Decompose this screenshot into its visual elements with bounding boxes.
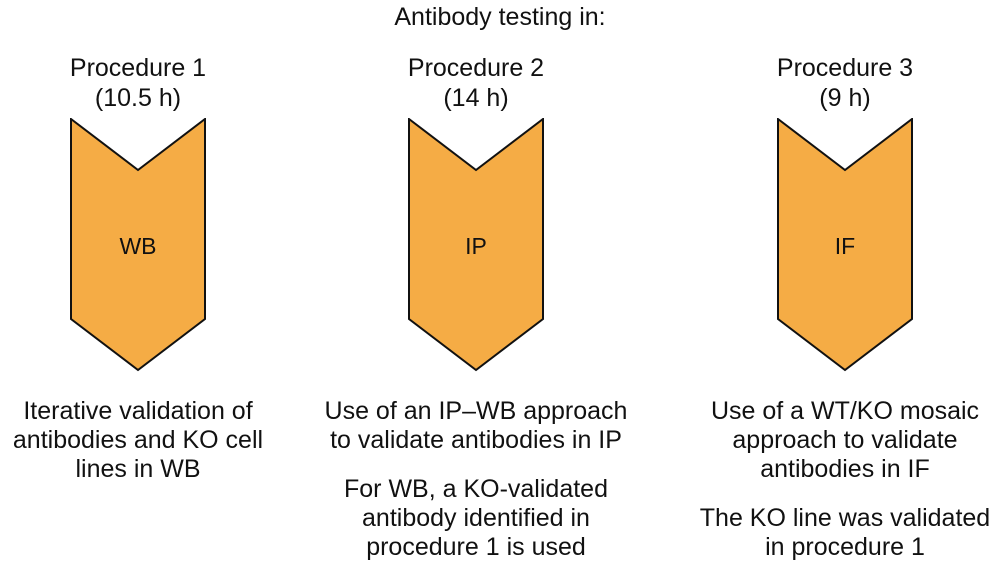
- procedure-name: Procedure 2: [407, 54, 545, 82]
- chevron-arrow: [70, 118, 206, 372]
- description-line: antibodies in IF: [760, 455, 930, 483]
- procedure-column-3: Procedure 3 (9 h) IF Use of a WT/KO mosa…: [675, 0, 1000, 561]
- method-label: IP: [465, 233, 487, 259]
- procedure-time: (9 h): [819, 84, 871, 112]
- diagram-title: Antibody testing in:: [394, 3, 606, 31]
- chevron-arrow: [777, 118, 913, 372]
- description-line: approach to validate: [732, 426, 958, 454]
- note-line: in procedure 1: [765, 533, 925, 561]
- procedure-name: Procedure 3: [776, 54, 914, 82]
- description-line: lines in WB: [75, 455, 201, 483]
- procedure-note: For WB, a KO-validated antibody identifi…: [306, 475, 646, 562]
- description-line: antibodies and KO cell: [12, 426, 264, 454]
- procedure-name: Procedure 1: [69, 54, 207, 82]
- description-line: Iterative validation of: [23, 397, 253, 425]
- note-line: The KO line was validated: [699, 504, 991, 532]
- chevron-arrow: [408, 118, 544, 372]
- note-line: antibody identified in: [362, 504, 590, 532]
- method-label: WB: [119, 233, 157, 259]
- procedure-column-2: Procedure 2 (14 h) IP Use of an IP–WB ap…: [306, 0, 646, 561]
- description-line: Use of an IP–WB approach: [324, 397, 628, 425]
- note-line: For WB, a KO-validated: [344, 475, 608, 503]
- procedure-description: Use of a WT/KO mosaic approach to valida…: [675, 397, 1000, 484]
- description-line: Use of a WT/KO mosaic: [710, 397, 980, 425]
- procedure-description: Use of an IP–WB approach to validate ant…: [306, 397, 646, 455]
- procedure-description: Iterative validation of antibodies and K…: [0, 397, 308, 484]
- note-line: procedure 1 is used: [366, 533, 586, 561]
- procedure-time: (10.5 h): [94, 84, 182, 112]
- description-line: to validate antibodies in IP: [330, 426, 622, 454]
- method-label: IF: [834, 233, 856, 259]
- procedure-column-1: Procedure 1 (10.5 h) WB Iterative valida…: [0, 0, 308, 561]
- procedure-note: The KO line was validated in procedure 1: [675, 504, 1000, 562]
- procedure-time: (14 h): [443, 84, 509, 112]
